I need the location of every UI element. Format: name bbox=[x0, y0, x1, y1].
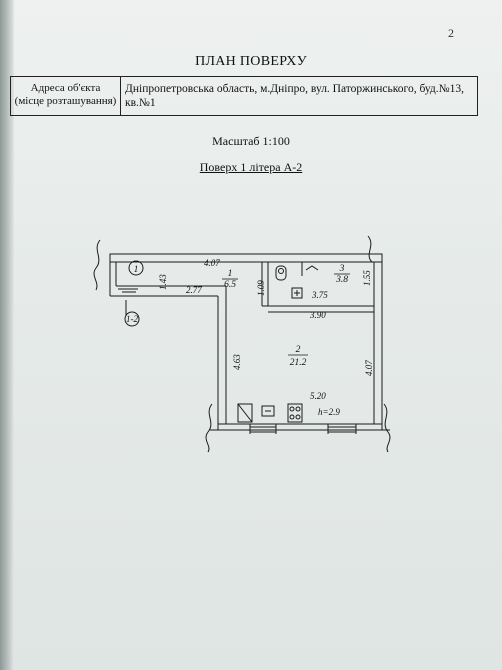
marker-circle-1 bbox=[128, 260, 144, 276]
stove-icon bbox=[287, 403, 303, 423]
address-value: Дніпропетровська область, м.Дніпро, вул.… bbox=[121, 77, 477, 115]
dim-inner-width: 3.75 bbox=[311, 290, 328, 300]
page-binding-edge bbox=[0, 0, 14, 670]
toilet-icon bbox=[275, 265, 287, 281]
break-line-right-bottom bbox=[383, 403, 391, 453]
dim-corridor-width: 2.77 bbox=[186, 285, 202, 295]
marker-circle-12 bbox=[124, 311, 140, 327]
sink-icon bbox=[291, 287, 303, 299]
dim-left-wall: 1.43 bbox=[158, 274, 168, 290]
room-3-area: 3.8 bbox=[335, 275, 348, 285]
room-1-area: 6.5 bbox=[224, 280, 236, 290]
break-line-left-top bbox=[93, 239, 101, 291]
sink-kitchen-icon bbox=[261, 405, 275, 417]
address-table: Адреса об'єкта (місце розташування) Дніп… bbox=[10, 76, 478, 116]
page-number: 2 bbox=[448, 26, 454, 40]
dim-right-wall-top: 1.55 bbox=[362, 270, 372, 286]
window-bottom-right bbox=[327, 424, 357, 434]
toilet-bowl bbox=[278, 268, 284, 274]
break-line-left-bottom bbox=[205, 403, 213, 453]
scale-label: Масштаб 1:100 bbox=[212, 134, 290, 148]
room-1-number: 1 bbox=[228, 269, 233, 279]
room-3-number: 3 bbox=[339, 264, 345, 274]
floor-label: Поверх 1 літера А-2 bbox=[0, 160, 502, 175]
window-left bbox=[116, 285, 140, 293]
address-value-line1: Дніпропетровська область, м.Дніпро, вул.… bbox=[125, 83, 464, 95]
wall-top bbox=[109, 253, 383, 263]
break-line-right-top bbox=[367, 235, 373, 263]
dim-top-width: 4.07 bbox=[204, 258, 220, 268]
address-label-line1: Адреса об'єкта bbox=[30, 82, 101, 94]
dim-right-height: 4.07 bbox=[364, 360, 374, 376]
marker-12-label: 1-2 bbox=[126, 314, 138, 324]
document-title: ПЛАН ПОВЕРХУ bbox=[195, 54, 307, 69]
address-label: Адреса об'єкта (місце розташування) bbox=[11, 77, 121, 115]
room-2-area: 21.2 bbox=[290, 358, 307, 368]
address-value-line2: кв.№1 bbox=[125, 97, 156, 109]
shower-icon bbox=[305, 265, 319, 271]
kitchen-unit-icon bbox=[237, 403, 253, 423]
room-2-number: 2 bbox=[296, 345, 301, 355]
ceiling-height: h=2.9 bbox=[318, 407, 340, 417]
marker-1-label: 1 bbox=[134, 265, 139, 275]
dim-bottom-width: 5.20 bbox=[310, 391, 326, 401]
dim-room2-width: 3.90 bbox=[309, 310, 326, 320]
dim-left-height: 4.63 bbox=[232, 354, 242, 370]
window-bottom-left bbox=[249, 424, 277, 434]
dim-bath-height: 1.09 bbox=[256, 280, 266, 296]
floor-label-text: Поверх 1 літера А-2 bbox=[199, 160, 303, 174]
address-label-line2: (місце розташування) bbox=[14, 95, 117, 107]
